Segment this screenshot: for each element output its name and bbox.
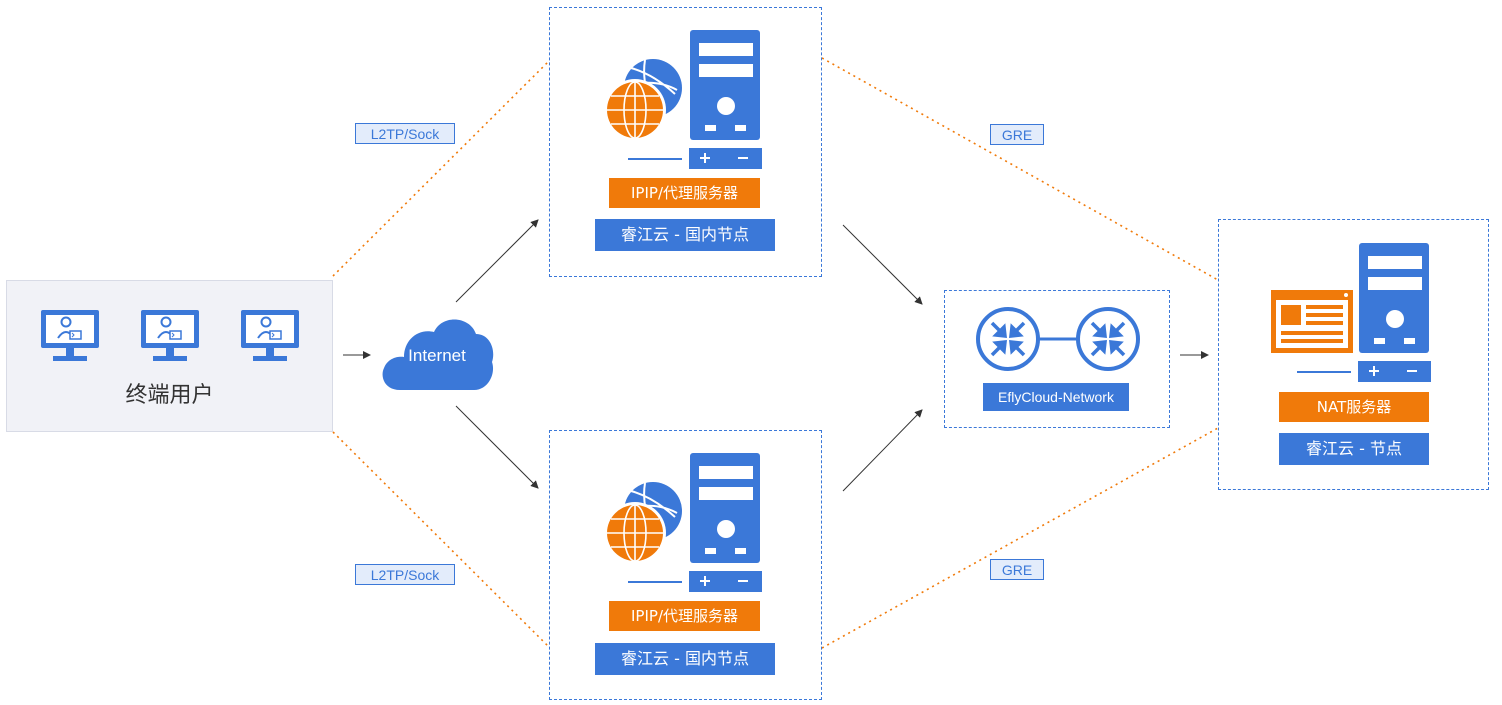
nat-server-icon bbox=[1271, 243, 1431, 382]
proxy-node-label: 睿江云 - 国内节点 bbox=[595, 219, 775, 251]
protocol-tag-l2tp-bottom: L2TP/Sock bbox=[355, 564, 455, 585]
proxy-node-label: 睿江云 - 国内节点 bbox=[595, 643, 775, 675]
tunnel-proxy-bottom-to-nat bbox=[821, 427, 1219, 649]
nat-node-label: 睿江云 - 节点 bbox=[1279, 433, 1429, 465]
arrow-internet-to-proxy-top bbox=[455, 219, 539, 303]
tunnel-proxy-top-to-nat bbox=[821, 57, 1219, 281]
end-users-label: 终端用户 bbox=[125, 383, 214, 408]
proxy-role-label: IPIP/代理服务器 bbox=[609, 178, 760, 208]
user-monitor-icon bbox=[41, 310, 99, 361]
protocol-tag-l2tp-top: L2TP/Sock bbox=[355, 123, 455, 144]
arrow-internet-to-proxy-bottom bbox=[455, 405, 539, 489]
end-users-panel: 终端用户 bbox=[6, 280, 333, 432]
tunnel-users-to-proxy-top bbox=[332, 59, 551, 277]
user-monitor-icon bbox=[141, 310, 199, 361]
router-icon bbox=[976, 307, 1040, 371]
nat-role-label: NAT服务器 bbox=[1279, 392, 1429, 422]
router-icon bbox=[1076, 307, 1140, 371]
arrow-proxy-top-to-network bbox=[842, 224, 923, 305]
arrow-proxy-bottom-to-network bbox=[842, 409, 923, 492]
network-label: EflyCloud-Network bbox=[983, 383, 1129, 411]
internet-cloud-icon bbox=[382, 319, 494, 390]
user-monitor-icon bbox=[241, 310, 299, 361]
server-icon bbox=[628, 30, 762, 169]
protocol-tag-gre-bottom: GRE bbox=[990, 559, 1044, 580]
proxy-role-label: IPIP/代理服务器 bbox=[609, 601, 760, 631]
globe-icon bbox=[604, 59, 682, 141]
protocol-tag-gre-top: GRE bbox=[990, 124, 1044, 145]
router-icons bbox=[976, 307, 1140, 371]
server-icon bbox=[628, 453, 762, 592]
tunnel-users-to-proxy-bottom bbox=[332, 431, 551, 649]
globe-icon bbox=[604, 482, 682, 564]
internet-label: Internet bbox=[408, 346, 466, 365]
browser-window-icon bbox=[1271, 290, 1353, 353]
